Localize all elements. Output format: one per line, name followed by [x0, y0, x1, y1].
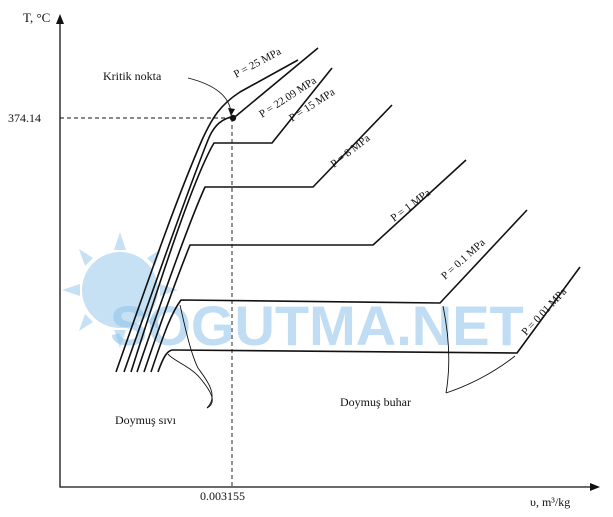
isobar-01mpa — [150, 209, 528, 373]
x-axis-label: υ, m³/kg — [530, 495, 570, 509]
axis-lines — [59, 22, 592, 488]
critical-point-label: Kritik nokta — [103, 69, 162, 83]
saturated-liquid-leader-1 — [179, 304, 213, 409]
critical-point-leader — [187, 77, 232, 113]
saturated-vapor-leader-1 — [442, 305, 450, 394]
isobar-1mpa — [143, 159, 467, 373]
saturated-liquid-label: Doymuş sıvı — [115, 413, 177, 427]
axes — [56, 14, 600, 491]
saturated-vapor-leader-2 — [445, 355, 516, 394]
isobar-curves — [115, 47, 581, 373]
isobar-label-8mpa: P = 8 MPa — [328, 132, 372, 170]
isobar-22mpa — [123, 47, 319, 373]
critical-temperature-value: 374.14 — [8, 111, 41, 125]
y-axis-label: T, °C — [23, 10, 50, 25]
watermark: SOGUTMA.NET — [62, 232, 524, 357]
isobar-001mpa — [157, 266, 581, 373]
isobar-25mpa — [115, 59, 299, 373]
watermark-text: SOGUTMA.NET — [110, 294, 524, 357]
critical-point-arrowhead — [228, 108, 235, 116]
saturated-vapor-label: Doymuş buhar — [340, 395, 411, 409]
isobar-8mpa — [136, 104, 393, 373]
x-axis-arrow — [590, 483, 600, 491]
saturated-liquid-leader-2 — [167, 353, 213, 409]
critical-volume-value: 0.003155 — [200, 489, 245, 503]
isobar-label-25mpa: P = 25 MPa — [232, 46, 284, 81]
isobar-label-1mpa: P = 1 MPa — [389, 187, 433, 225]
y-axis-arrow — [56, 14, 64, 24]
isobar-label-001mpa: P = 0.01 MPa — [519, 286, 569, 338]
isobar-15mpa — [130, 67, 333, 373]
